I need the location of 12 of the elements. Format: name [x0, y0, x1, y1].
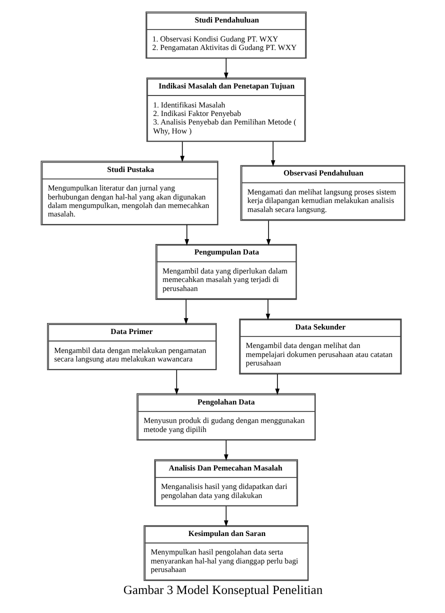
arrow [223, 440, 228, 461]
arrow [180, 141, 184, 162]
arrow [265, 299, 270, 320]
arrow [266, 220, 270, 246]
caption: Gambar 3 Model Konseptual Penelitian [122, 582, 322, 597]
arrow [184, 224, 189, 246]
arrow [174, 370, 178, 395]
arrow [183, 299, 188, 324]
arrow [223, 506, 228, 527]
arrow [223, 58, 228, 79]
arrow [270, 141, 275, 167]
arrow [274, 374, 280, 395]
